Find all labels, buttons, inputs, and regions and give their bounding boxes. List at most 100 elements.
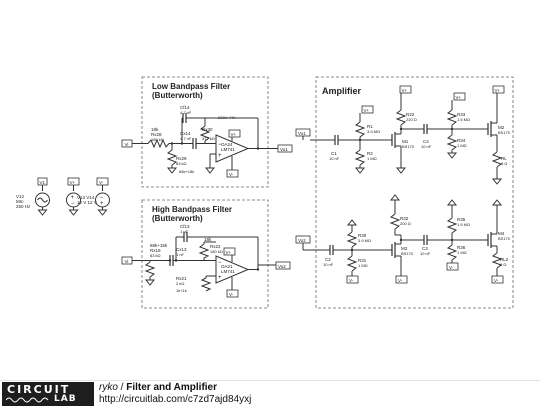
cx14-val: 4.7 nF	[180, 136, 192, 141]
amp-bottom-vneg-1: V-	[349, 278, 354, 283]
c1-val: 10 nF	[329, 156, 340, 161]
r35-name: R35	[457, 217, 466, 222]
amp-bottom-input-label: Vo2	[298, 238, 306, 243]
r22-name: R22	[406, 112, 415, 117]
v12-name: V12	[16, 194, 25, 199]
c3-val: 10 nF	[420, 251, 431, 256]
lowpass-ratio: 68k+18k	[179, 169, 194, 174]
r30-val: 3.9 MΩ	[358, 238, 371, 243]
opamp-oa21	[215, 255, 250, 284]
r34-name: R34	[457, 138, 466, 143]
rx28-val: 180 kΩ	[151, 137, 164, 142]
c3-name: C3	[422, 246, 428, 251]
opamp-oa24	[215, 134, 250, 163]
rx21-name: Rx21	[176, 276, 187, 281]
credit-separator: /	[117, 382, 127, 393]
amp-bottom-vneg-4: V-	[494, 278, 499, 283]
amp-top-vpos-3: V+	[456, 95, 462, 100]
v13-v14-values: 12 V 12 V	[77, 200, 97, 205]
oa24-part: LM741	[221, 147, 235, 152]
waveform-icon	[6, 397, 49, 403]
rx21-val: 2 kΩ	[176, 281, 184, 286]
oa21-part: LM741	[221, 269, 235, 274]
svg-text:+: +	[100, 201, 104, 207]
svg-text:+: +	[218, 153, 222, 159]
oa21-name: OA21	[221, 264, 233, 269]
m3-part: BS170	[401, 251, 414, 256]
m1-part: BS170	[402, 144, 415, 149]
r34-val: 1 MΩ	[457, 143, 467, 148]
amplifier-title: Amplifier	[322, 86, 362, 96]
r1-val: 3.9 MΩ	[367, 129, 380, 134]
oa24-vpos: V+	[231, 132, 237, 137]
rx19-val: 83 kΩ	[150, 253, 161, 258]
schematic-canvas: V1 V12 Mm 250 Hz V+ + − V- − + V13 V14 1…	[16, 76, 514, 309]
amplifier: Amplifier Vo1 C1 10 nF V+ R1 3.9 MΩ R2 1…	[295, 76, 514, 309]
svg-text:−: −	[218, 260, 222, 266]
oa21-vpos: V+	[226, 250, 232, 255]
r2-name: R2	[367, 151, 373, 156]
svg-text:−: −	[218, 142, 222, 148]
v13-v14-name: V13 V14	[77, 195, 95, 200]
cf13-val: 1 nF	[180, 229, 189, 234]
m1-name: M1	[402, 139, 409, 144]
amp-top-vpos-1: V+	[364, 108, 370, 113]
cx13-name: Cx13	[176, 247, 187, 252]
m2-name: M2	[498, 125, 505, 130]
oa21-vneg: V-	[229, 292, 234, 297]
rx28-name: 18k	[151, 127, 159, 132]
r2-val: 1 MΩ	[367, 156, 377, 161]
cx13-val: 1 nF	[176, 252, 185, 257]
v12-amp: Mm	[16, 199, 24, 204]
r32-name: R32	[400, 216, 409, 221]
cf14-val: 4.7 nF	[180, 110, 192, 115]
circuit-url[interactable]: http://circuitlab.com/c7zd7ajd84yxj	[99, 394, 252, 405]
power-supplies: V1 V12 Mm 250 Hz V+ + − V- − + V13 V14 1…	[16, 177, 110, 216]
cf13-name: Cf13	[180, 224, 190, 229]
logo-text-top: CIRCUIT	[7, 383, 71, 396]
amp-top-vpos-2: V+	[402, 88, 408, 93]
c4-val: 10 nF	[421, 144, 432, 149]
rl-name: RL	[501, 156, 507, 161]
cf14-name: Cf14	[180, 105, 190, 110]
amp-top-input-label: Vo1	[298, 131, 306, 136]
r31-val: 1 MΩ	[358, 263, 368, 268]
r22-val: 220 Ω	[406, 117, 417, 122]
circuitlab-logo[interactable]: CIRCUIT LAB	[2, 382, 94, 406]
highpass-box	[141, 199, 269, 309]
circuit-title: Filter and Amplifier	[126, 382, 218, 393]
r36-val: 1 MΩ	[457, 250, 467, 255]
svg-text:−: −	[71, 201, 75, 207]
r30-name: R30	[358, 233, 367, 238]
svg-text:−: −	[100, 195, 104, 201]
author-link[interactable]: ryko	[99, 382, 118, 393]
rx22-val: 180 kΩ	[210, 249, 223, 254]
rl2-val: 8 Ω	[500, 262, 506, 267]
lowpass-input-label: Vi	[125, 142, 129, 147]
highpass-ratio: 1k+1k	[176, 288, 187, 293]
m4-name: M4	[498, 231, 505, 236]
rx30-name: Rx30	[202, 127, 213, 132]
highpass-title-1: High Bandpass Filter	[152, 205, 232, 214]
v1-label: V1	[40, 180, 46, 185]
low-bandpass-filter: Low Bandpass Filter (Butterworth) Vi 18k…	[121, 76, 293, 188]
oa24-vneg: V-	[229, 172, 234, 177]
circuit-credit: ryko / Filter and Amplifier	[99, 382, 217, 393]
lowpass-output-label: Vo1	[280, 147, 288, 152]
lowpass-title-1: Low Bandpass Filter	[152, 82, 230, 91]
lowpass-box	[141, 76, 269, 188]
m3-name: M3	[401, 246, 408, 251]
r35-val: 1.5 MΩ	[457, 222, 470, 227]
rx29-val: 83 kΩ	[176, 161, 187, 166]
m4-part: BS170	[498, 236, 511, 241]
amp-top-vpos-4: V+	[495, 88, 501, 93]
high-bandpass-filter: High Bandpass Filter (Butterworth) Vi 68…	[121, 199, 291, 309]
logo-text-bottom: LAB	[54, 394, 77, 404]
rl2-name: RL2	[500, 257, 509, 262]
svg-text:+: +	[71, 195, 75, 201]
svg-text:+: +	[218, 275, 222, 281]
rx22-name: Rx22	[210, 244, 221, 249]
r33-val: 1.5 MΩ	[457, 117, 470, 122]
rx22-note: 18k	[204, 237, 212, 242]
oa24-name: OA24	[221, 142, 233, 147]
